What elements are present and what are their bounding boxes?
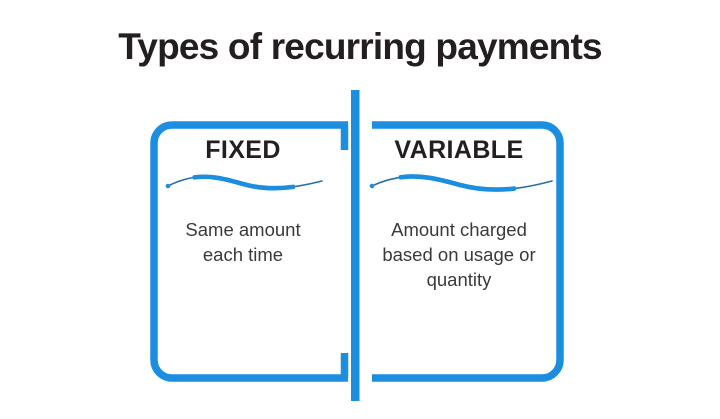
- wave-divider-icon-variable: [369, 174, 555, 192]
- panel-body-line: each time: [202, 244, 284, 265]
- panel-heading-variable: VARIABLE: [394, 136, 524, 164]
- panel-fixed: FIXED Same amount each time: [160, 136, 326, 267]
- wave-divider-icon-fixed: [165, 174, 325, 191]
- panel-body-line: based on usage or: [382, 244, 536, 265]
- panel-body-line: Amount charged: [391, 219, 527, 240]
- panel-outline-variable: [372, 121, 564, 382]
- panel-body-line: Same amount: [185, 219, 301, 240]
- vertical-divider-bar: [351, 90, 360, 401]
- panel-outline-fixed: [150, 121, 348, 382]
- panel-body-line: quantity: [426, 269, 492, 290]
- page-title: Types of recurring payments: [118, 26, 602, 67]
- panel-body-variable: Amount charged based on usage or quantit…: [370, 217, 548, 292]
- panel-heading-fixed: FIXED: [205, 136, 281, 164]
- panel-body-fixed: Same amount each time: [160, 217, 326, 267]
- panel-variable: VARIABLE Amount charged based on usage o…: [370, 136, 548, 292]
